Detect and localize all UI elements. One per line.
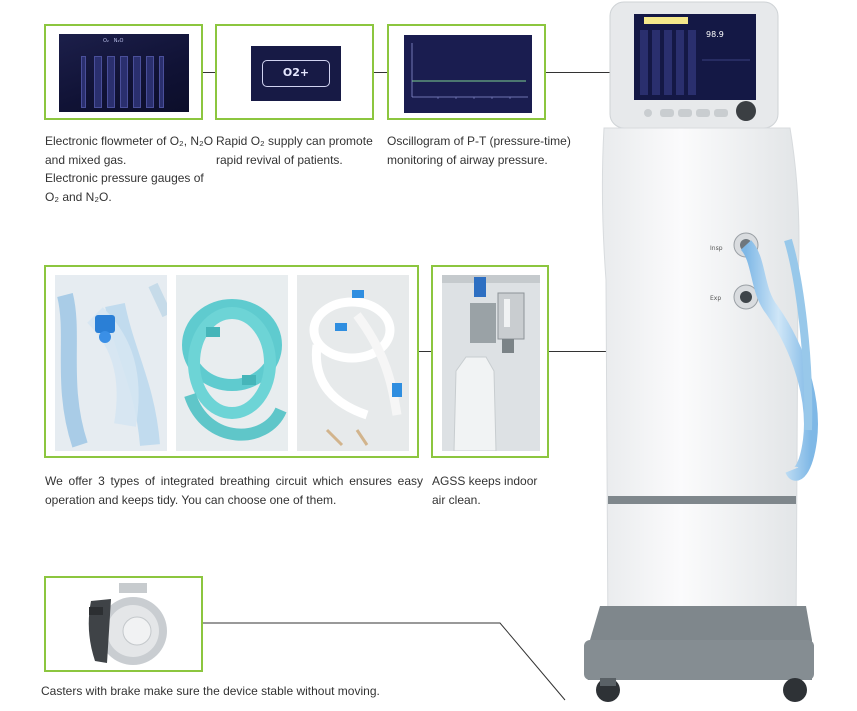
pt-curve-plot: [411, 43, 528, 99]
o2-supply-caption: Rapid O₂ supply can promote rapid reviva…: [216, 134, 373, 167]
connector-line: [546, 72, 638, 73]
o2-supply-frame: O2+: [215, 24, 374, 120]
breathing-circuit-photo-teal: [176, 275, 288, 451]
caster-photo: [81, 581, 167, 669]
connector-line: [419, 351, 431, 352]
breathing-circuit-caption: We offer 3 types of integrated breathing…: [45, 474, 423, 507]
flowmeter-frame: O₂ N₂O: [44, 24, 203, 120]
flowmeter-screen-image: O₂ N₂O: [59, 34, 189, 112]
agss-photo: [442, 275, 540, 451]
breathing-circuit-photo-clear: [55, 275, 167, 451]
connector-line: [549, 351, 661, 352]
agss-caption: AGSS keeps indoor air clean.: [432, 474, 538, 507]
oscillogram-frame: [387, 24, 546, 120]
insp-port-label: Insp: [710, 245, 723, 252]
oscillogram-screen-image: [404, 35, 532, 113]
casters-frame: [44, 576, 203, 672]
breathing-circuit-frame: [44, 265, 419, 458]
exp-port-label: Exp: [710, 295, 721, 302]
o2-supply-screen-image: O2+: [251, 46, 341, 101]
casters-caption: Casters with brake make sure the device …: [41, 684, 380, 698]
anesthesia-machine: 98.9 Insp Exp: [560, 0, 857, 711]
screen-readout: 98.9: [706, 30, 724, 39]
o2-flush-button: O2+: [262, 60, 330, 87]
connector-line: [203, 72, 215, 73]
oscillogram-caption: Oscillogram of P-T (pressure-time) monit…: [387, 134, 571, 167]
agss-frame: [431, 265, 549, 458]
breathing-circuit-photo-white: [297, 275, 409, 451]
connector-line: [374, 72, 387, 73]
flowmeter-caption: Electronic flowmeter of O₂, N₂O and mixe…: [45, 134, 214, 204]
